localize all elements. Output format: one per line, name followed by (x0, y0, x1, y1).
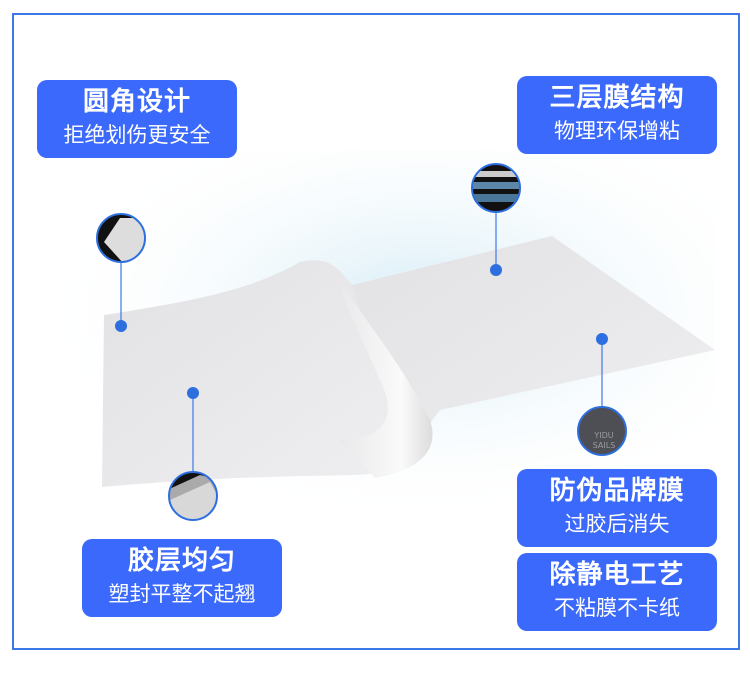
feature-title: 圆角设计 (82, 87, 191, 117)
brand-logo-detail-icon: YIDU SAILS (577, 406, 627, 456)
feature-subtitle: 物理环保增粘 (554, 119, 680, 143)
feature-title: 除静电工艺 (549, 560, 685, 590)
logo-text-2: SAILS (593, 441, 616, 450)
feature-title: 防伪品牌膜 (549, 476, 685, 506)
logo-text-1: YIDU (593, 431, 613, 440)
feature-even-glue: 胶层均匀 塑封平整不起翘 (82, 539, 282, 617)
feature-three-layer: 三层膜结构 物理环保增粘 (517, 76, 717, 154)
callout-dot (115, 320, 127, 332)
feature-subtitle: 拒绝划伤更安全 (63, 123, 211, 147)
film-bottom-sheet (352, 236, 715, 470)
feature-anti-static: 除静电工艺 不粘膜不卡纸 (517, 553, 717, 631)
callout-dot (490, 264, 502, 276)
film-top-sheet (102, 260, 418, 487)
feature-title: 胶层均匀 (127, 546, 236, 576)
feature-subtitle: 塑封平整不起翘 (108, 582, 256, 606)
callout-dot (187, 387, 199, 399)
feature-rounded-corner: 圆角设计 拒绝划伤更安全 (37, 80, 237, 158)
feature-title: 三层膜结构 (549, 83, 685, 113)
callout-dot (596, 333, 608, 345)
three-layer-detail-icon (471, 163, 521, 213)
frame-border (12, 13, 740, 650)
film-curl (330, 268, 433, 478)
feature-subtitle: 过胶后消失 (564, 512, 670, 536)
feature-subtitle: 不粘膜不卡纸 (554, 596, 680, 620)
feature-anti-counterfeit: 防伪品牌膜 过胶后消失 (517, 469, 717, 547)
rounded-corner-detail-icon (96, 213, 146, 263)
